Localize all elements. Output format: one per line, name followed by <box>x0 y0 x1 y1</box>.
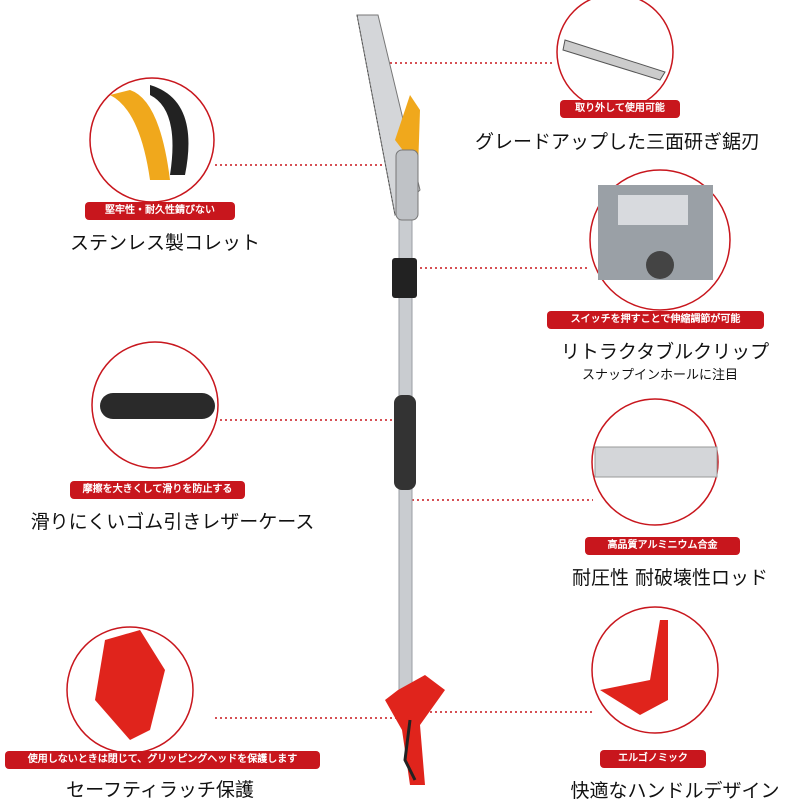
badge-collet: 堅牢性・耐久性錆びない <box>85 202 235 220</box>
title-saw: グレードアップした三面研ぎ鋸刃 <box>474 131 760 153</box>
badge-rod: 高品質アルミニウム合金 <box>585 537 740 555</box>
title-handle: 快適なハンドルデザイン <box>570 780 780 802</box>
title-clip: リトラクタブルクリップ <box>560 341 770 363</box>
title-collet: ステンレス製コレット <box>69 232 260 254</box>
subtitle-clip: スナップインホールに注目 <box>581 368 738 383</box>
leader-lines <box>215 62 593 719</box>
clip <box>392 258 417 298</box>
badge-handle: エルゴノミック <box>600 750 706 768</box>
title-latch: セーフティラッチ保護 <box>66 779 254 801</box>
badge-grip: 摩擦を大きくして滑りを防止する <box>70 481 245 499</box>
badge-latch: 使用しないときは閉じて、グリッピングヘッドを保護します <box>5 751 320 769</box>
grip <box>394 395 416 490</box>
title-grip: 滑りにくいゴム引きレザーケース <box>30 511 315 533</box>
badge-clip: スイッチを押すことで伸縮調節が可能 <box>547 311 764 329</box>
pruner-tool <box>356 14 445 785</box>
title-rod: 耐圧性 耐破壊性ロッド <box>571 567 769 589</box>
red-handle <box>385 675 445 785</box>
detail-circle-saw <box>556 0 674 111</box>
badge-saw: 取り外して使用可能 <box>560 100 680 118</box>
